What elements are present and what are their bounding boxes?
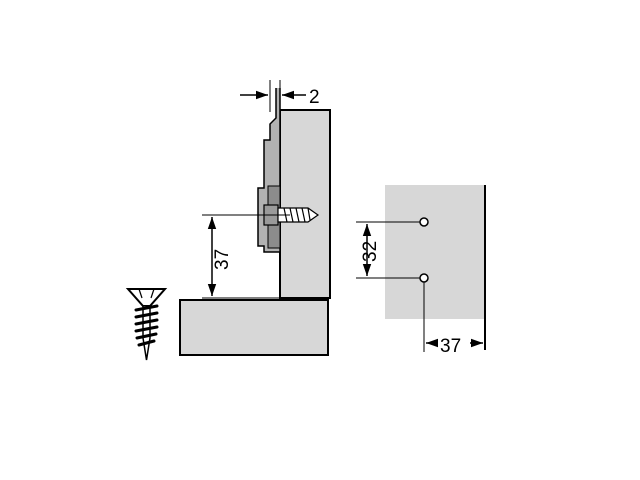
side-view [179, 88, 331, 356]
dimension-hole-spacing-label: 32 [360, 241, 381, 262]
front-view [356, 185, 486, 352]
dimension-offset-top-label: 2 [309, 87, 320, 108]
dimension-height-left: 37 [202, 214, 290, 299]
dimension-height-left-label: 37 [212, 249, 233, 270]
drill-hole-top [419, 217, 429, 227]
dimension-hole-spacing: 32 [360, 224, 381, 276]
cabinet-side-panel [279, 109, 331, 299]
dimension-hole-offset-label: 37 [440, 336, 461, 357]
door-panel [179, 299, 329, 356]
wood-screw-icon [125, 288, 168, 361]
drill-hole-bottom [419, 273, 429, 283]
front-panel [385, 185, 485, 319]
dimension-hole-offset: 37 [426, 336, 483, 357]
dimension-offset-top: 2 [240, 80, 320, 112]
